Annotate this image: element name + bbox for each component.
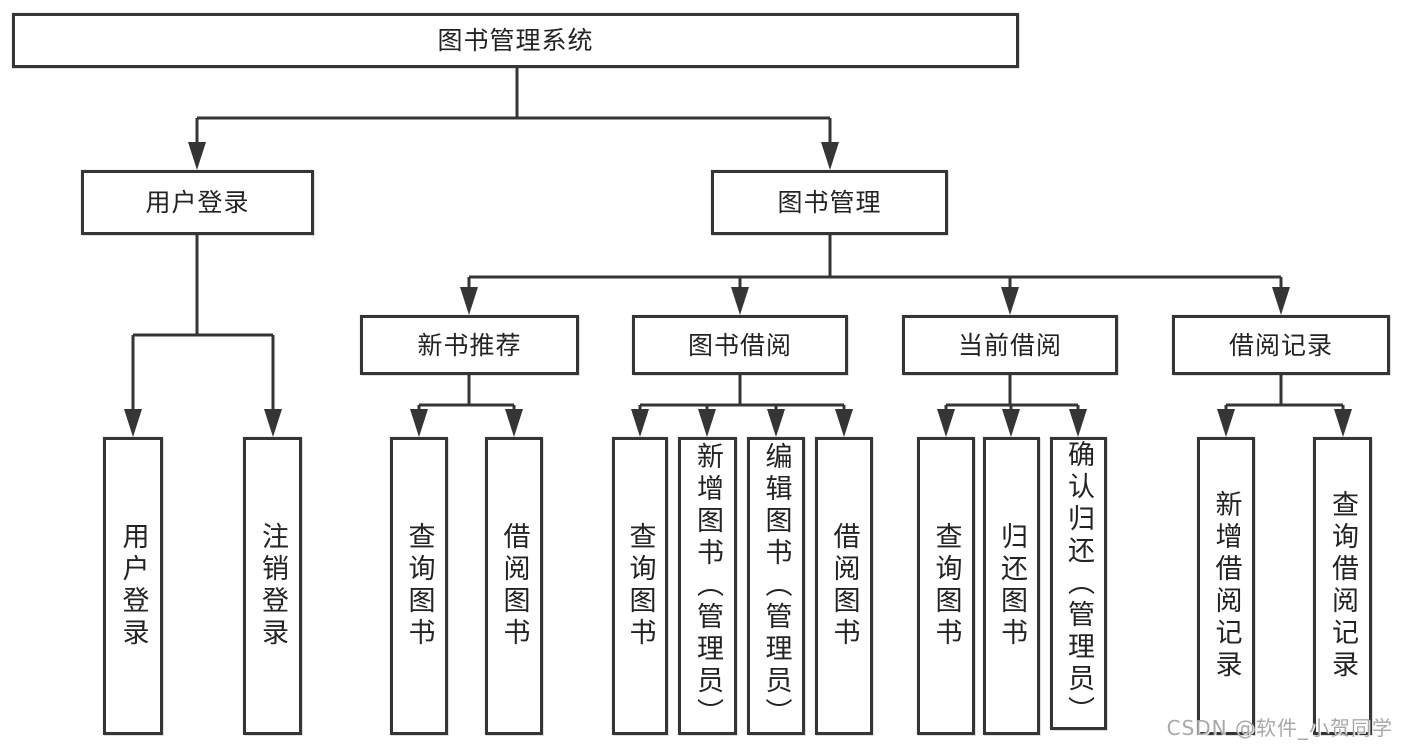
connector-current-borrow-children	[937, 375, 1087, 437]
node-bb-add-book-label: 新增图书（管理员）	[692, 442, 723, 730]
node-ul-logout: 注销登录	[243, 437, 302, 735]
connector-user-login-children	[124, 235, 282, 437]
node-book-borrow-label: 图书借阅	[687, 330, 792, 360]
arrowhead	[937, 409, 955, 437]
node-bb-borrow-book: 借阅图书	[815, 437, 873, 735]
node-borrow-record: 借阅记录	[1172, 315, 1390, 375]
arrowhead	[505, 409, 523, 437]
arrowhead	[124, 409, 142, 437]
arrowhead	[460, 287, 478, 315]
arrowhead	[698, 409, 716, 437]
node-bb-add-book: 新增图书（管理员）	[678, 437, 737, 735]
node-bb-query-book-label: 查询图书	[624, 522, 656, 650]
arrowhead	[1217, 409, 1235, 437]
arrowhead	[1001, 287, 1019, 315]
arrowhead	[1272, 287, 1290, 315]
node-new-book-rec: 新书推荐	[360, 315, 579, 375]
node-br-query-record-label: 查询借阅记录	[1327, 490, 1358, 682]
node-book-borrow: 图书借阅	[632, 315, 848, 375]
watermark: CSDN @软件_小贺同学	[1166, 716, 1393, 740]
node-user-login-label: 用户登录	[145, 188, 250, 217]
node-bb-query-book: 查询图书	[612, 437, 668, 735]
node-book-mgmt-label: 图书管理	[777, 188, 882, 217]
node-br-add-record-label: 新增借阅记录	[1210, 490, 1242, 682]
node-borrow-record-label: 借阅记录	[1228, 330, 1333, 360]
node-ul-user-login-label: 用户登录	[117, 522, 149, 650]
node-cb-confirm-return: 确认归还（管理员）	[1050, 437, 1107, 730]
connector-root-to-level2	[188, 68, 839, 170]
arrowhead	[835, 409, 853, 437]
node-cb-return-book-label: 归还图书	[996, 522, 1027, 650]
node-bb-borrow-book-label: 借阅图书	[828, 522, 860, 650]
node-cb-query-book: 查询图书	[917, 437, 975, 735]
node-new-book-rec-label: 新书推荐	[417, 330, 522, 360]
node-user-login: 用户登录	[81, 170, 314, 235]
node-current-borrow-label: 当前借阅	[957, 330, 1062, 360]
connector-book-borrow-children	[631, 375, 853, 437]
arrowhead	[731, 287, 749, 315]
arrowhead	[1334, 409, 1352, 437]
node-cb-confirm-return-label: 确认归还（管理员）	[1063, 439, 1094, 728]
connector-borrow-record-children	[1217, 375, 1352, 437]
node-book-mgmt: 图书管理	[711, 170, 948, 235]
node-root: 图书管理系统	[12, 13, 1019, 68]
node-br-add-record: 新增借阅记录	[1197, 437, 1255, 735]
connector-new-book-rec-children	[410, 375, 523, 437]
node-br-query-record: 查询借阅记录	[1313, 437, 1372, 735]
arrowhead	[767, 409, 785, 437]
arrowhead	[821, 142, 839, 170]
node-cb-query-book-label: 查询图书	[930, 522, 962, 650]
connector-book-mgmt-to-level3	[460, 235, 1290, 315]
node-bb-edit-book: 编辑图书（管理员）	[747, 437, 805, 735]
arrowhead	[631, 409, 649, 437]
arrowhead	[410, 409, 428, 437]
node-current-borrow: 当前借阅	[902, 315, 1118, 375]
node-nbr-query-book-label: 查询图书	[403, 522, 435, 650]
node-ul-logout-label: 注销登录	[257, 522, 288, 650]
node-nbr-borrow-book: 借阅图书	[485, 437, 543, 735]
node-nbr-query-book: 查询图书	[390, 437, 448, 735]
node-ul-user-login: 用户登录	[103, 437, 163, 735]
node-bb-edit-book-label: 编辑图书（管理员）	[760, 442, 792, 730]
node-nbr-borrow-book-label: 借阅图书	[498, 522, 530, 650]
arrowhead	[1002, 409, 1020, 437]
node-cb-return-book: 归还图书	[983, 437, 1040, 735]
arrowhead	[188, 142, 206, 170]
arrowhead	[1069, 409, 1087, 437]
node-root-label: 图书管理系统	[437, 26, 594, 55]
arrowhead	[264, 409, 282, 437]
